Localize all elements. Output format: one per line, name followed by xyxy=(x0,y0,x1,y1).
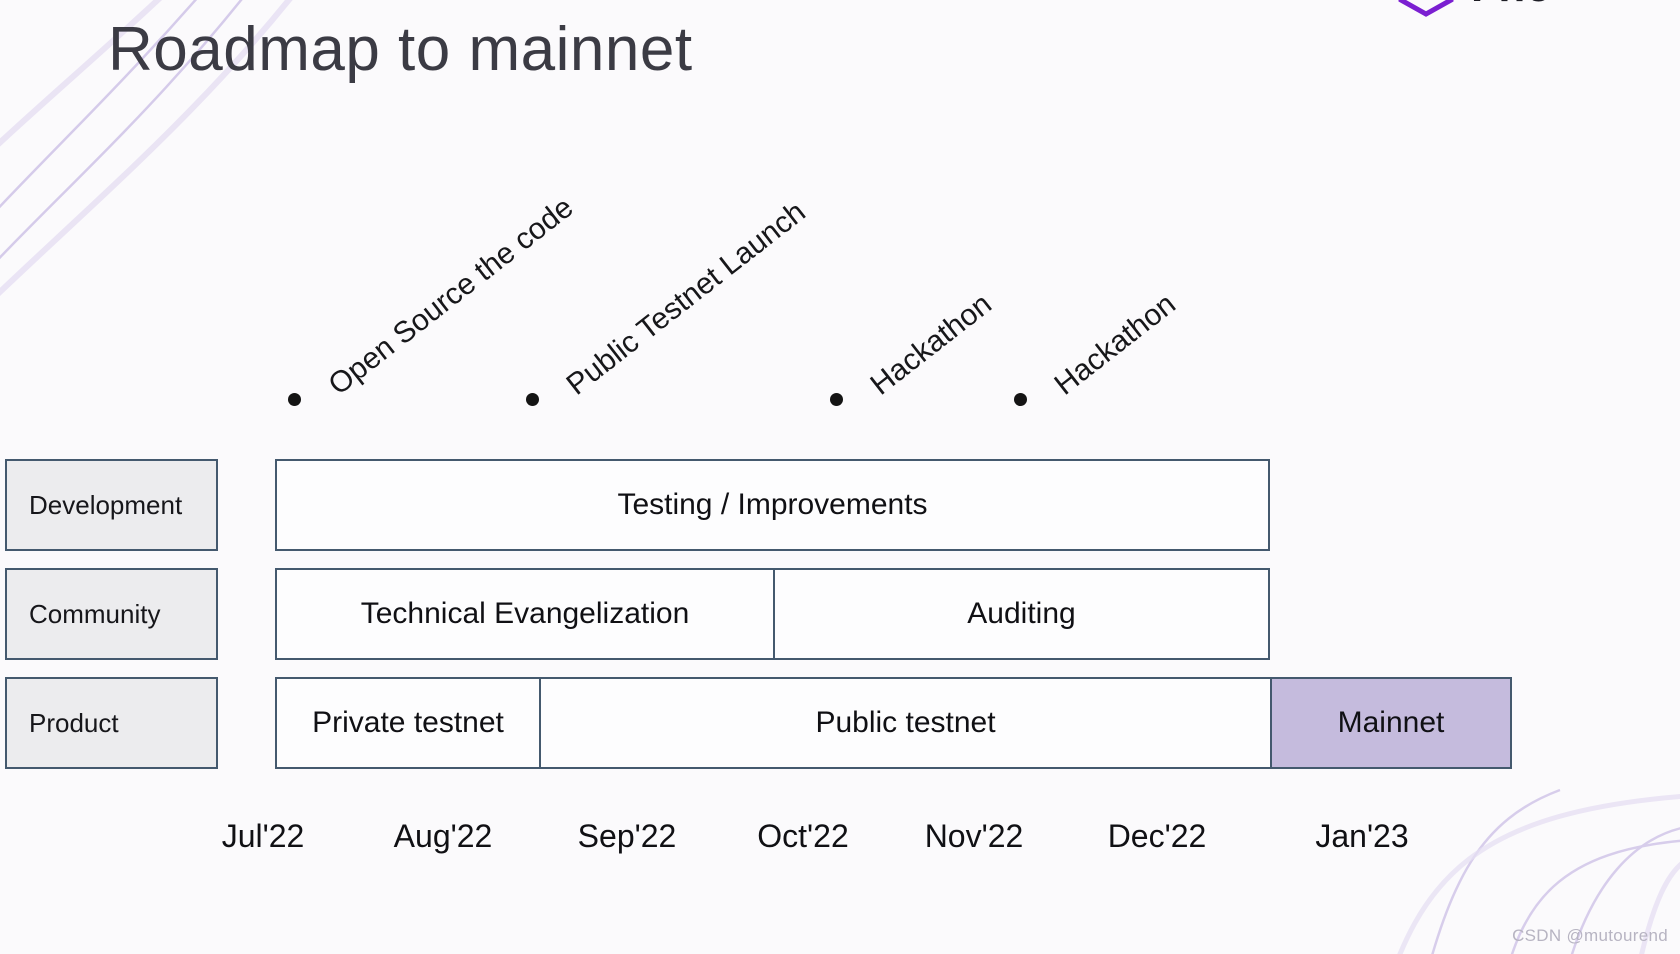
month-label-dec22: Dec'22 xyxy=(1107,818,1207,854)
month-label-jan23: Jan'23 xyxy=(1315,818,1409,854)
milestone-label-hackathon-2: Hackathon xyxy=(1048,287,1182,402)
month-label-aug22: Aug'22 xyxy=(393,818,493,854)
month-label-nov22: Nov'22 xyxy=(924,818,1024,854)
milestone-dot xyxy=(288,393,301,406)
bar-product: Private testnet Public testnet Mainnet xyxy=(275,677,1512,769)
segment-mainnet[interactable]: Mainnet xyxy=(1270,679,1510,767)
row-label-text: Product xyxy=(29,707,119,738)
segment-public-testnet[interactable]: Public testnet xyxy=(539,679,1270,767)
milestone-dot xyxy=(526,393,539,406)
row-label-product: Product xyxy=(5,677,218,769)
row-label-development: Development xyxy=(5,459,218,551)
month-label-sep22: Sep'22 xyxy=(577,818,677,854)
segment-private-testnet[interactable]: Private testnet xyxy=(312,706,504,739)
watermark: CSDN @mutourend xyxy=(1512,926,1668,945)
month-label-jul22: Jul'22 xyxy=(221,818,305,854)
row-label-community: Community xyxy=(5,568,218,660)
segment-auditing[interactable]: Auditing xyxy=(773,570,1268,658)
row-label-text: Community xyxy=(29,598,161,629)
bar-development: Testing / Improvements xyxy=(275,459,1270,551)
segment-testing-improvements[interactable]: Testing / Improvements xyxy=(617,488,928,521)
milestone-label-open-source: Open Source the code xyxy=(322,190,580,402)
page-title: Roadmap to mainnet xyxy=(108,15,693,84)
brand-logo: Fhe xyxy=(1395,0,1551,18)
segment-technical-evangelization[interactable]: Technical Evangelization xyxy=(360,597,690,630)
milestone-label-hackathon-1: Hackathon xyxy=(864,287,998,402)
milestone-label-public-testnet-launch: Public Testnet Launch xyxy=(560,195,812,402)
hexagon-chevron-logo-icon xyxy=(1398,0,1454,17)
bar-community: Technical Evangelization Auditing xyxy=(275,568,1270,660)
milestone-dot xyxy=(1014,393,1027,406)
month-label-oct22: Oct'22 xyxy=(757,818,849,854)
row-label-text: Development xyxy=(29,489,183,520)
logo-text: Fhe xyxy=(1471,0,1551,12)
milestone-dot xyxy=(830,393,843,406)
